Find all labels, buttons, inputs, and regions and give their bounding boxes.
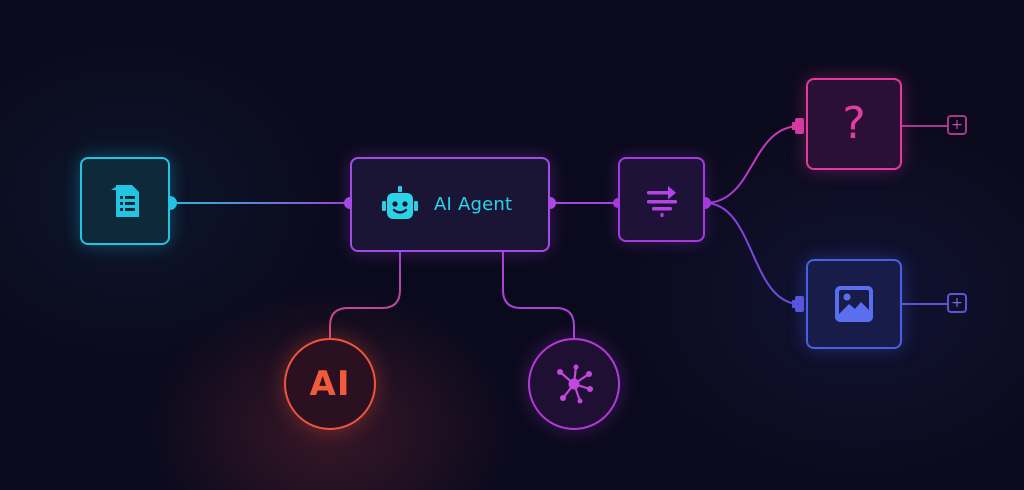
port-question-in[interactable]	[795, 118, 804, 134]
edge-filter-question	[704, 125, 801, 204]
ai-agent-node[interactable]: AI Agent	[350, 157, 550, 252]
ai-agent-label: AI Agent	[434, 194, 513, 215]
trigger-node[interactable]	[80, 157, 170, 245]
edge-filter-image	[704, 202, 801, 305]
port-image-in-cap	[792, 300, 796, 308]
ai-model-label: AI	[309, 364, 351, 404]
filter-switch-icon	[646, 185, 677, 217]
add-node-button-bottom[interactable]: +	[947, 293, 967, 313]
edge-agent-tool	[502, 252, 575, 338]
add-node-button-top[interactable]: +	[947, 115, 967, 135]
question-mark-icon: ?	[842, 98, 866, 149]
port-question-in-cap	[792, 122, 796, 130]
robot-icon	[382, 185, 418, 219]
filter-node[interactable]	[618, 157, 705, 242]
edge-agent-ai-model	[329, 252, 401, 338]
question-node[interactable]: ?	[806, 78, 902, 170]
port-image-in[interactable]	[795, 296, 804, 312]
tool-node[interactable]	[528, 338, 620, 430]
document-list-icon	[111, 185, 139, 217]
ai-model-node[interactable]: AI	[284, 338, 376, 430]
image-node[interactable]	[806, 259, 902, 349]
network-hub-icon	[557, 364, 593, 404]
image-icon	[835, 286, 873, 322]
